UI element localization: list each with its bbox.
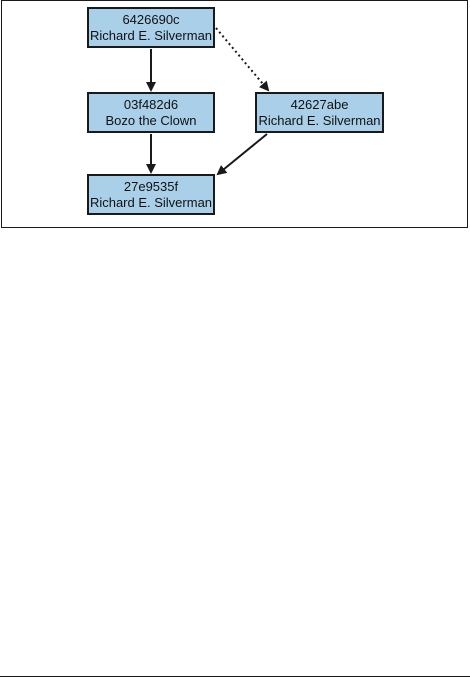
commit-hash: 27e9535f [123, 178, 179, 194]
commit-author: Richard E. Silverman [258, 112, 381, 128]
commit-hash: 6426690c [122, 11, 180, 27]
edge-42627abe-to-27e9535f [216, 133, 268, 176]
page-bottom-rule [0, 676, 470, 677]
commit-node-27e9535f: 27e9535f Richard E. Silverman [87, 174, 215, 215]
figure-frame [1, 0, 468, 228]
commit-node-03f482d6: 03f482d6 Bozo the Clown [87, 92, 215, 133]
commit-author: Richard E. Silverman [89, 27, 213, 43]
commit-node-6426690c: 6426690c Richard E. Silverman [87, 7, 215, 48]
commit-node-42627abe: 42627abe Richard E. Silverman [255, 92, 384, 133]
commit-author: Bozo the Clown [105, 112, 197, 128]
commit-hash: 42627abe [290, 96, 349, 112]
commit-arrows [146, 27, 270, 176]
edge-6426690c-to-42627abe [215, 27, 270, 92]
commit-hash: 03f482d6 [123, 96, 179, 112]
commit-author: Richard E. Silverman [89, 194, 213, 210]
